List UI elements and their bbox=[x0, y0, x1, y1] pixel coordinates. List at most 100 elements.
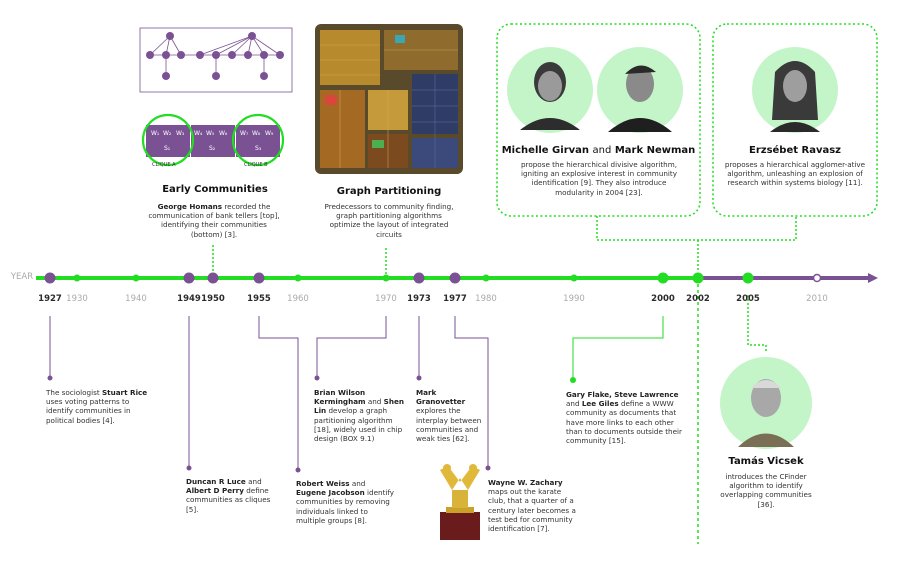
kernighan-lin-text: Brian Wilson Kermingham and Shen Lin dev… bbox=[314, 388, 410, 443]
kernighan-name: Brian Wilson Kermingham bbox=[314, 388, 366, 407]
dot-1960 bbox=[294, 274, 302, 282]
svg-text:S₁: S₁ bbox=[164, 145, 171, 152]
connector-2005 bbox=[747, 295, 767, 352]
ravasz-text: proposes a hierarchical agglomer-ative a… bbox=[724, 160, 866, 188]
year-label: 2002 bbox=[686, 294, 710, 304]
svg-text:W₅: W₅ bbox=[206, 130, 215, 137]
and-text: and bbox=[367, 397, 382, 407]
year-label: 1973 bbox=[407, 294, 431, 304]
early-communities-text: George Homans recorded the communication… bbox=[146, 202, 282, 239]
dot-1949 bbox=[183, 272, 195, 284]
dot-1980 bbox=[482, 274, 490, 282]
svg-text:S₃: S₃ bbox=[255, 145, 262, 152]
zachary-rest: maps out the karate club, that a quarter… bbox=[488, 487, 576, 534]
connector-2002-boxes bbox=[596, 216, 797, 241]
dot-1955 bbox=[253, 272, 265, 284]
dot-2010 bbox=[812, 273, 822, 283]
granovetter-text: Mark Granovetter explores the interplay … bbox=[416, 388, 486, 443]
vicsek-text: introduces the CFinder algorithm to iden… bbox=[720, 472, 812, 509]
year-label: 1960 bbox=[287, 294, 309, 304]
ravasz-name: Erzsébet Ravasz bbox=[748, 145, 841, 156]
perry-name: Albert D Perry bbox=[186, 486, 244, 496]
early-communities-title: Early Communities bbox=[162, 184, 268, 195]
svg-text:W₇: W₇ bbox=[240, 130, 249, 137]
svg-text:W₁: W₁ bbox=[151, 130, 160, 137]
connector-2000 bbox=[572, 316, 664, 380]
svg-text:W₃: W₃ bbox=[176, 130, 185, 137]
year-label: 2000 bbox=[651, 294, 675, 304]
newman-name: Mark Newman bbox=[614, 145, 696, 156]
zachary-name: Wayne W. Zachary bbox=[488, 478, 563, 487]
flake-name: Gary Flake bbox=[566, 390, 610, 399]
dot-2005 bbox=[742, 272, 754, 284]
svg-text:W₈: W₈ bbox=[252, 130, 261, 137]
dot-1930 bbox=[73, 274, 81, 282]
graph-partitioning-title: Graph Partitioning bbox=[336, 186, 442, 197]
weiss-name: Robert Weiss bbox=[296, 479, 350, 488]
dot-1940 bbox=[132, 274, 140, 282]
homans-network-nodes bbox=[146, 32, 284, 80]
year-label: 1927 bbox=[38, 294, 62, 304]
dot-1970 bbox=[382, 274, 390, 282]
luce-rest: define communities as cliques [5]. bbox=[186, 486, 271, 514]
year-label: 1940 bbox=[125, 294, 147, 304]
and-text: and bbox=[248, 477, 262, 486]
portrait-girvan bbox=[507, 47, 593, 133]
year-label: 1990 bbox=[563, 294, 585, 304]
weiss-jacobson-text: Robert Weiss and Eugene Jacobson identif… bbox=[296, 479, 396, 525]
svg-text:S₂: S₂ bbox=[209, 145, 216, 152]
year-label: 1955 bbox=[247, 294, 271, 304]
year-label: 1949 bbox=[177, 294, 201, 304]
year-label: 1930 bbox=[66, 294, 88, 304]
granovetter-rest: explores the interplay between communiti… bbox=[416, 406, 482, 444]
giles-name: Lee Giles bbox=[581, 399, 619, 409]
luce-name: Duncan R Luce bbox=[186, 477, 246, 486]
year-label: 2005 bbox=[736, 294, 760, 304]
and-text: and bbox=[351, 479, 366, 488]
kernighan-rest: develop a graph partitioning algorithm [… bbox=[314, 406, 403, 444]
homans-text: recorded the communication of bank telle… bbox=[148, 202, 280, 239]
year-label: 1980 bbox=[475, 294, 497, 304]
rice-name: Stuart Rice bbox=[101, 388, 148, 397]
chip-image bbox=[315, 24, 463, 174]
rice-rest: uses voting patterns to identify communi… bbox=[46, 397, 131, 425]
graph-partitioning-text: Predecessors to community finding, graph… bbox=[324, 202, 454, 239]
dot-1927 bbox=[44, 272, 56, 284]
timeline-arrowhead bbox=[868, 273, 878, 283]
and-text: and bbox=[592, 145, 612, 156]
vicsek-name: Tamás Vicsek bbox=[728, 456, 804, 467]
dot-2002 bbox=[692, 272, 704, 284]
girvan-name: Michelle Girvan bbox=[501, 145, 590, 156]
girvan-newman-names: Michelle Girvan and Mark Newman bbox=[497, 145, 700, 156]
lawrence-name: Steve Lawrence bbox=[614, 390, 679, 399]
year-label: 2010 bbox=[806, 294, 828, 304]
weiss-rest: identify communities by removing individ… bbox=[296, 488, 395, 525]
dot-1950 bbox=[207, 272, 219, 284]
flake-rest: define a WWW community as documents that… bbox=[566, 399, 682, 446]
year-label: 1977 bbox=[443, 294, 467, 304]
ravasz-box bbox=[712, 23, 878, 217]
girvan-box bbox=[496, 23, 701, 217]
dot-1990 bbox=[570, 274, 578, 282]
jacobson-name: Eugene Jacobson bbox=[296, 488, 365, 498]
portrait-newman bbox=[597, 47, 683, 133]
portrait-ravasz bbox=[752, 47, 838, 133]
homans-network-diagram bbox=[139, 27, 293, 93]
svg-text:W₄: W₄ bbox=[194, 130, 203, 137]
svg-text:W₂: W₂ bbox=[163, 130, 172, 137]
girvan-newman-text: propose the hierarchical divisive algori… bbox=[520, 160, 677, 197]
clique-a-label: CLIQUE A bbox=[152, 162, 176, 168]
dot-1977 bbox=[449, 272, 461, 284]
dot-1973 bbox=[413, 272, 425, 284]
clique-b-label: CLIQUE B bbox=[244, 162, 268, 168]
portrait-vicsek bbox=[720, 357, 812, 449]
year-label: 1950 bbox=[201, 294, 225, 304]
dot-2000 bbox=[657, 272, 669, 284]
granovetter-name: Mark Granovetter bbox=[416, 388, 466, 407]
and-text: and bbox=[566, 399, 580, 409]
karate-trophy-image bbox=[440, 464, 480, 540]
lin-name: Shen Lin bbox=[314, 397, 404, 416]
connector-1970 bbox=[316, 316, 387, 378]
svg-text:W₉: W₉ bbox=[265, 130, 274, 137]
